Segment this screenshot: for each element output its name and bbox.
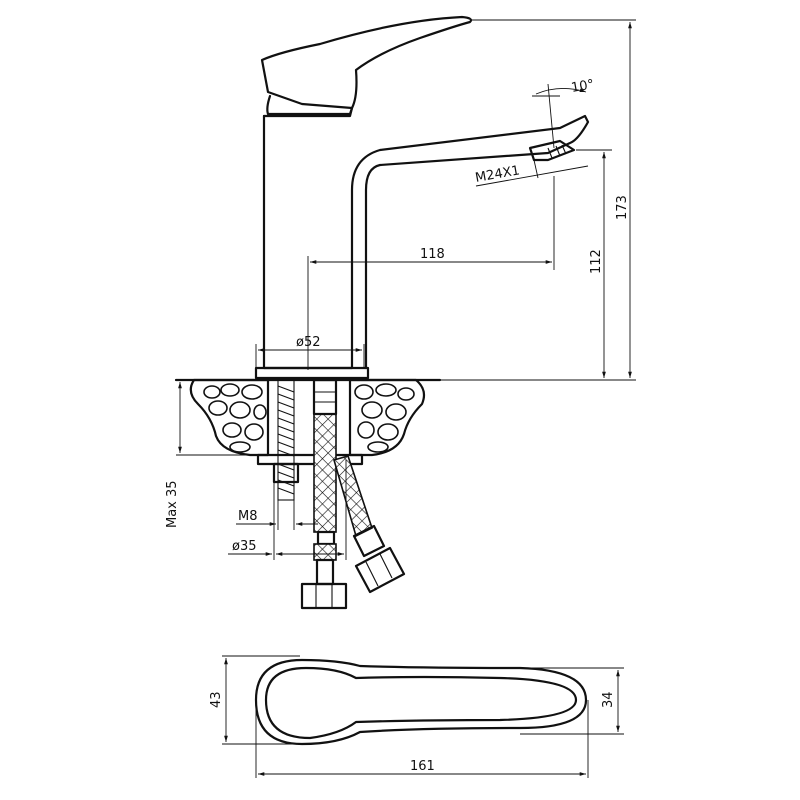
spout-reach-label: 118 bbox=[420, 247, 445, 262]
dimension-thread-outlet: M24X1 bbox=[474, 159, 589, 187]
total-height-label: 173 bbox=[615, 195, 630, 220]
spout-height-label: 112 bbox=[589, 249, 604, 274]
faucet-side-view bbox=[174, 15, 590, 382]
stud-thread-label: M8 bbox=[238, 509, 258, 524]
lever-base bbox=[266, 94, 354, 116]
handle-inner-width-label: 34 bbox=[601, 691, 616, 708]
angle-label: 10° bbox=[570, 77, 595, 96]
dimension-handle-width: 43 bbox=[209, 655, 300, 745]
dimension-stud-thread: M8 bbox=[236, 500, 318, 530]
max-thickness-label: Max 35 bbox=[165, 480, 180, 528]
base-diameter-label: ø52 bbox=[296, 335, 321, 350]
dimension-base-diameter: ø52 bbox=[255, 335, 365, 368]
dimension-hole-diameter: ø35 bbox=[228, 460, 347, 560]
countertop-left bbox=[189, 378, 270, 457]
countertop-right bbox=[348, 378, 426, 457]
faucet-top-view bbox=[254, 658, 588, 746]
lever-handle bbox=[260, 15, 473, 110]
dimension-spout-height: 112 bbox=[576, 149, 612, 378]
dimension-total-height: 173 bbox=[440, 19, 636, 381]
aerator bbox=[528, 139, 576, 162]
handle-top-outline bbox=[254, 658, 588, 746]
handle-width-label: 43 bbox=[209, 691, 224, 708]
dimension-max-thickness: Max 35 bbox=[165, 379, 258, 528]
dimension-handle-length: 161 bbox=[255, 700, 589, 778]
faucet-body bbox=[262, 114, 590, 370]
dimension-handle-inner-width: 34 bbox=[520, 667, 624, 735]
dimension-angle: 10° bbox=[532, 77, 595, 149]
handle-length-label: 161 bbox=[410, 759, 435, 774]
body-top-edge bbox=[262, 106, 354, 118]
mounting-hardware bbox=[256, 378, 406, 610]
base-flange bbox=[254, 366, 370, 380]
dimension-reach: 118 bbox=[307, 176, 555, 370]
hole-diameter-label: ø35 bbox=[232, 539, 257, 554]
handle-top-inner bbox=[264, 666, 578, 740]
